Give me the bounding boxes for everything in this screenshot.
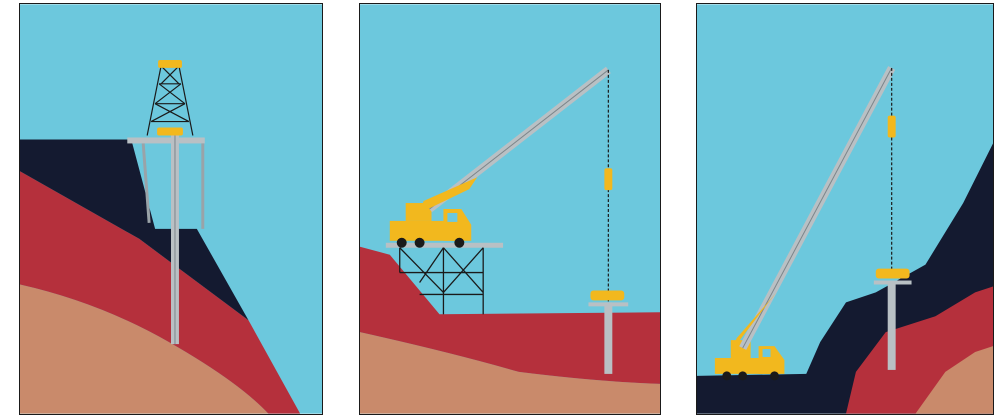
sand-layer <box>360 332 660 414</box>
crane-boom-edge <box>742 67 893 349</box>
panel-crane-lowground <box>696 3 994 415</box>
red-clay-layer <box>20 171 301 414</box>
crown-block <box>158 59 182 68</box>
trestle-deck <box>385 242 504 248</box>
sand-layer <box>915 346 993 414</box>
dark-rock-layer <box>20 139 249 321</box>
hook-block <box>604 168 613 191</box>
sand-layer <box>20 284 269 414</box>
derrick-tower <box>146 65 194 136</box>
hook-block <box>887 115 896 138</box>
drill-head <box>157 127 183 136</box>
panel-derrick-cliff <box>19 3 323 415</box>
pile-pipe <box>604 302 613 374</box>
panel-crane-trestle <box>359 3 661 415</box>
boom-base <box>419 177 478 213</box>
platform-leg-left <box>141 143 151 224</box>
platform-deck <box>127 137 205 144</box>
pile-driver-head <box>590 290 625 301</box>
derrick-cliff-illustration <box>20 4 322 414</box>
crane-trestle-illustration <box>360 4 660 414</box>
red-clay-layer <box>360 246 660 384</box>
crane-lowground-illustration <box>697 4 993 414</box>
pile-driver-head <box>875 268 910 279</box>
pile-pipe <box>887 282 896 370</box>
trestle-frame <box>399 247 484 315</box>
